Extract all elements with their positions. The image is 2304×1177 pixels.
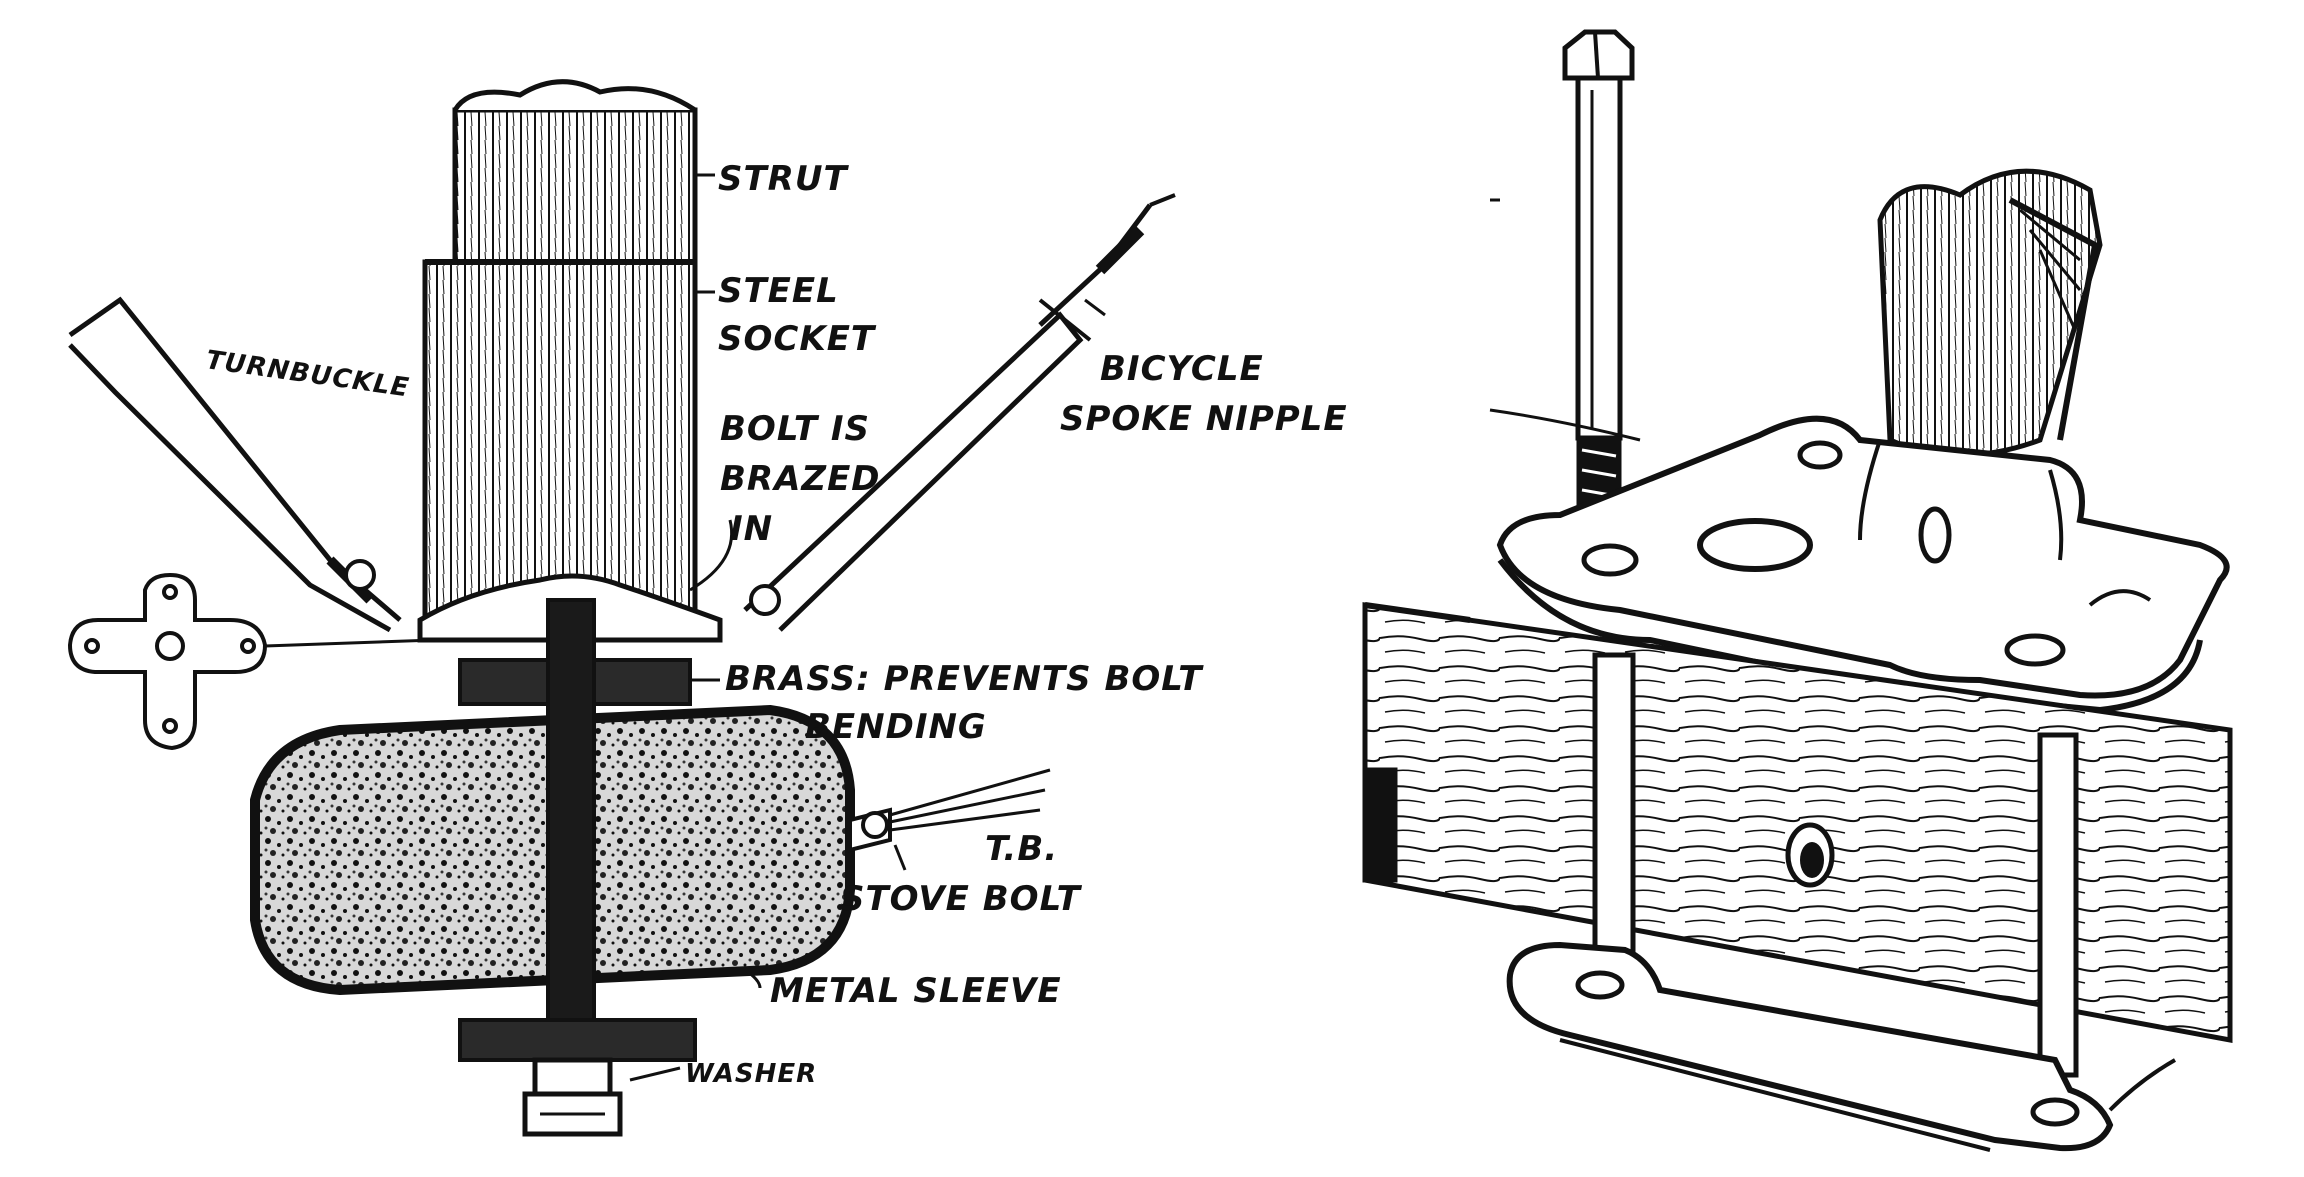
- right-drawing: [1362, 29, 2233, 1152]
- top-plate: [1496, 415, 2230, 714]
- bottom-plate: [1506, 941, 2176, 1152]
- through-bolt: [458, 598, 697, 1137]
- label-turnbuckle: TURNBUCKLE: [204, 345, 411, 403]
- turnbuckle-wire: [68, 296, 402, 633]
- wooden-beam: [1362, 198, 2233, 1044]
- label-in: IN: [730, 509, 773, 549]
- label-bending: BENDING: [805, 707, 987, 747]
- cross-plate: [67, 572, 436, 751]
- label-bolt-is: BOLT IS: [720, 409, 870, 449]
- spoke-wire: [743, 193, 1176, 632]
- label-brass: BRASS: PREVENTS BOLT: [725, 659, 1204, 699]
- label-washer: WASHER: [685, 1059, 817, 1089]
- label-strut: STRUT: [718, 159, 849, 199]
- long-bolt: [1562, 29, 1635, 532]
- label-bicycle: BICYCLE: [1100, 349, 1264, 389]
- label-tb: T.B.: [985, 829, 1058, 869]
- steel-socket: [422, 259, 698, 627]
- left-labels: STRUT STEEL SOCKET TURNBUCKLE BOLT IS BR…: [204, 159, 1348, 1089]
- leader-lines: [629, 173, 1106, 1082]
- label-brazed: BRAZED: [720, 459, 881, 499]
- right-strut: [1877, 168, 2103, 458]
- label-socket: SOCKET: [718, 319, 877, 359]
- spar-metal-sleeve: [250, 704, 1051, 996]
- left-drawing: [67, 79, 1176, 1137]
- label-spoke-nipple: SPOKE NIPPLE: [1060, 399, 1348, 439]
- label-metal-sleeve: METAL SLEEVE: [770, 971, 1062, 1011]
- label-stove-bolt: STOVE BOLT: [840, 879, 1083, 919]
- label-steel: STEEL: [718, 271, 839, 311]
